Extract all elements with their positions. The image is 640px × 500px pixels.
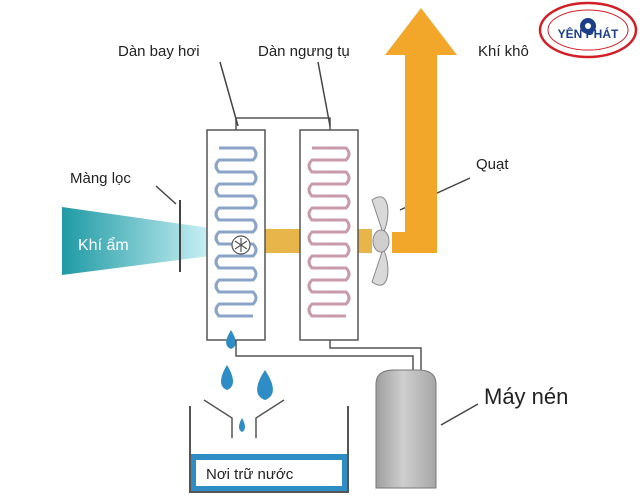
- compressor-label: Máy nén: [484, 384, 568, 409]
- condenser-leader-line: [317, 61, 331, 127]
- brand-logo: YÊN PHÁT: [538, 1, 638, 59]
- humid-air-funnel: [62, 207, 210, 275]
- humid-air-label: Khí ẩm: [78, 236, 129, 254]
- coil-connector-pipe: [235, 117, 331, 130]
- evaporator-coil: [214, 146, 258, 318]
- compressor-pipe-outer: [235, 340, 414, 370]
- dry-air-label: Khí khô: [478, 43, 529, 60]
- filter-label: Màng lọc: [70, 170, 131, 187]
- compressor-body: [375, 369, 437, 489]
- filter-leader-line: [155, 185, 177, 205]
- evaporator-label: Dàn bay hơi: [118, 43, 200, 60]
- condenser-coil: [307, 146, 351, 318]
- drip-funnel: [203, 399, 233, 438]
- logo-text: YÊN PHÁT: [558, 26, 619, 41]
- snowflake-icon: [231, 235, 251, 255]
- water-tank-label-box: [196, 460, 342, 486]
- compressor-leader-line: [440, 403, 479, 426]
- condenser-label: Dàn ngưng tụ: [258, 43, 350, 60]
- fan-label: Quạt: [476, 156, 509, 173]
- dry-air-arrow: [385, 8, 457, 253]
- water-tank: [189, 406, 349, 493]
- fan-icon: [371, 196, 390, 286]
- evaporator-leader-line: [219, 61, 239, 127]
- water-drop-icon: [221, 330, 273, 432]
- compressor-pipe-inner: [329, 340, 422, 370]
- drip-funnel-right: [255, 399, 285, 438]
- water-tank-label: Nơi trữ nước: [206, 466, 294, 483]
